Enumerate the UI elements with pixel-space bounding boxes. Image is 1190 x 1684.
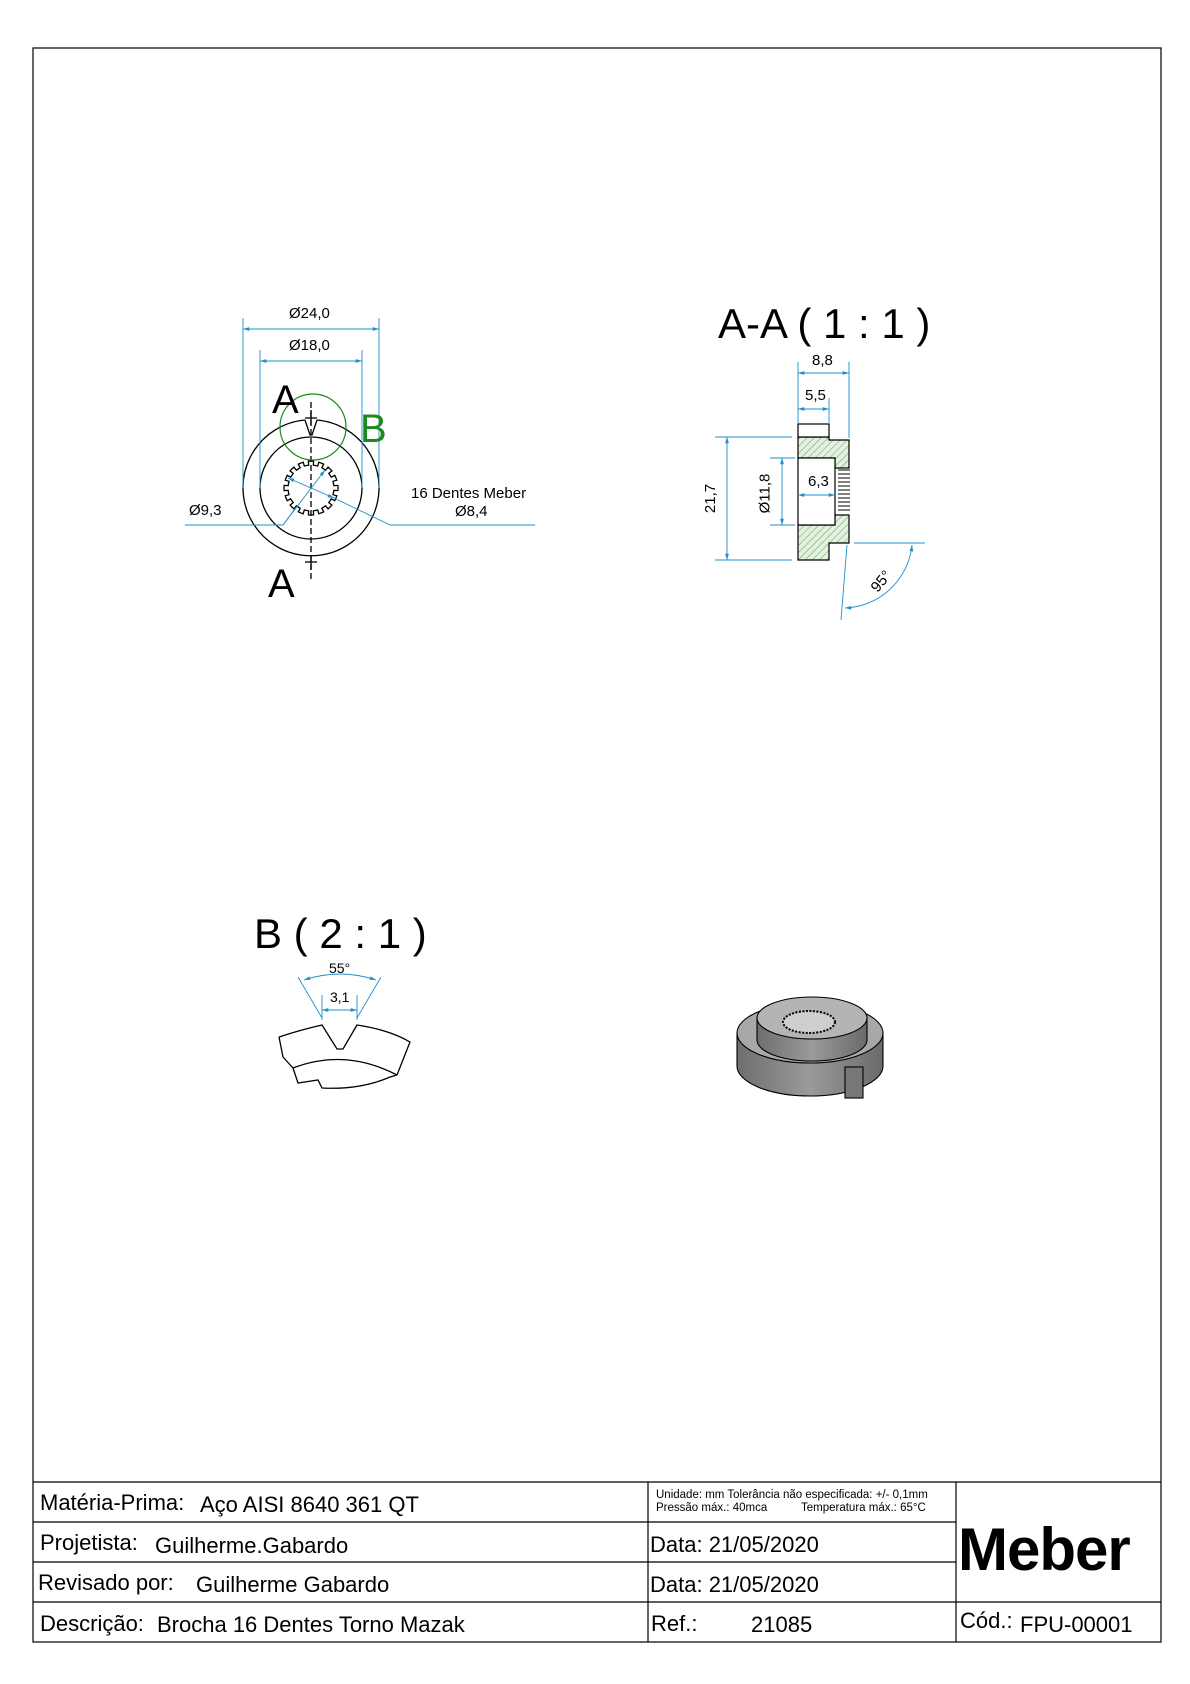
notes-line1: Unidade: mm Tolerância não especificada:… xyxy=(656,1489,928,1501)
review-date: Data: 21/05/2020 xyxy=(650,1572,819,1597)
key-slot xyxy=(797,423,830,438)
detail-angle: 55° xyxy=(329,960,351,976)
front-view xyxy=(242,393,380,580)
designer-value: Guilherme.Gabardo xyxy=(155,1533,349,1558)
dim-height: 21,7 xyxy=(702,483,720,514)
code-label: Cód.: xyxy=(960,1608,1013,1633)
company-logo: Meber xyxy=(958,1516,1131,1583)
material-value: Aço AISI 8640 361 QT xyxy=(200,1492,419,1517)
description-value: Brocha 16 Dentes Torno Mazak xyxy=(157,1612,465,1637)
code-value: FPU-00001 xyxy=(1020,1612,1133,1637)
dim-inner-diameter: Ø18,0 xyxy=(289,337,330,354)
section-view xyxy=(797,423,850,561)
detail-width: 3,1 xyxy=(330,989,350,1005)
bore xyxy=(797,457,836,526)
sheet-border xyxy=(32,47,1162,1643)
front-dimensions xyxy=(185,318,535,526)
ref-label: Ref.: xyxy=(651,1611,698,1636)
designer-label: Projetista: xyxy=(40,1530,138,1555)
dim-bore-diameter: Ø9,3 xyxy=(189,502,222,519)
detail-dimensions xyxy=(297,973,382,1020)
isometric-view xyxy=(736,996,884,1099)
reviewer-label: Revisado por: xyxy=(38,1570,174,1595)
section-mark-top: A xyxy=(272,378,299,422)
detail-title: B ( 2 : 1 ) xyxy=(254,910,427,957)
spline-diameter: Ø8,4 xyxy=(455,503,488,520)
design-date: Data: 21/05/2020 xyxy=(650,1532,819,1557)
detail-mark: B xyxy=(360,407,387,451)
title-block xyxy=(33,1481,1161,1642)
dim-outer-diameter: Ø24,0 xyxy=(289,305,330,322)
ref-value: 21085 xyxy=(751,1612,813,1637)
dim-depth: 6,3 xyxy=(808,473,829,490)
dim-bore: Ø11,8 xyxy=(756,473,774,514)
description-label: Descrição: xyxy=(40,1611,144,1636)
detail-view xyxy=(278,1024,411,1089)
spline-teeth-path xyxy=(283,460,339,516)
spline-teeth xyxy=(838,469,850,511)
section-mark-bottom: A xyxy=(268,562,295,606)
spline-profile xyxy=(283,460,339,516)
notes-line3: Temperatura máx.: 65°C xyxy=(801,1502,926,1514)
reviewer-value: Guilherme Gabardo xyxy=(196,1572,390,1597)
section-title: A-A ( 1 : 1 ) xyxy=(718,300,931,347)
detail-b-circle xyxy=(279,393,347,461)
material-label: Matéria-Prima: xyxy=(40,1490,185,1515)
spline-note: 16 Dentes Meber xyxy=(411,485,527,502)
notes-line2: Pressão máx.: 40mca xyxy=(656,1502,768,1514)
dim-hub: 5,5 xyxy=(805,387,826,404)
dim-length: 8,8 xyxy=(812,352,833,369)
section-dimensions xyxy=(715,362,925,621)
